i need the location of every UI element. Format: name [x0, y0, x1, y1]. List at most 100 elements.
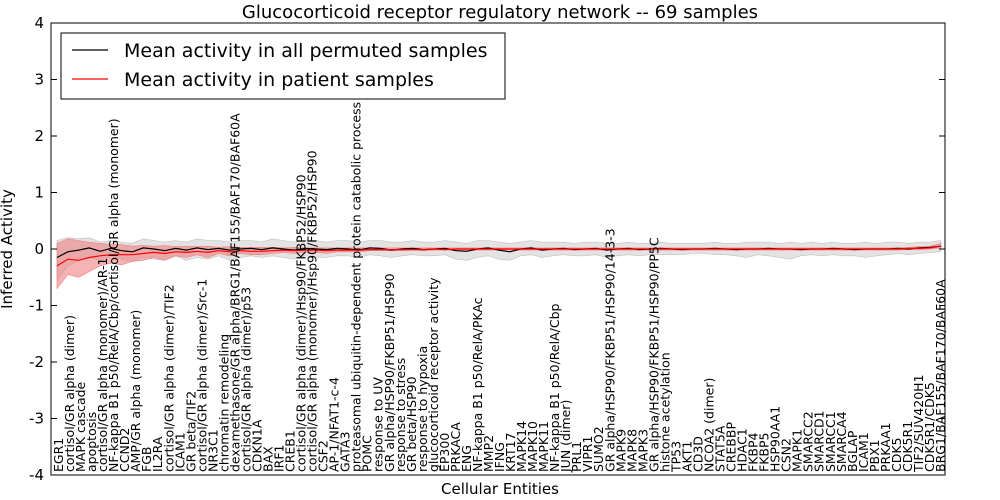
patient-band	[56, 238, 942, 290]
x-category-label: IFNG	[492, 442, 507, 472]
patient-mean-line	[56, 245, 942, 267]
x-category-label: ENG	[459, 445, 474, 472]
x-category-label: FKBP5	[757, 433, 772, 472]
x-category-label: POMC	[360, 435, 375, 472]
permuted-band	[56, 237, 942, 281]
y-axis-ticks: -4 -3 -2 -1 0 1 2 3 4	[29, 14, 945, 484]
x-category-label: SMARCA4	[834, 411, 849, 472]
x-category-label: chromatin remodeling	[216, 334, 231, 472]
x-category-label: cortisol/GR alpha (dimer)/Src-1	[194, 279, 209, 472]
x-category-label: HDAC1	[735, 428, 750, 472]
x-category-label: VIPR1	[580, 436, 595, 472]
y-tick-label: 2	[34, 127, 44, 145]
x-category-label: GR beta/TIF2	[183, 391, 198, 472]
x-category-label: MAPK8	[624, 429, 639, 472]
x-category-label: MAPK cascade	[73, 381, 88, 472]
x-category-label: TP53	[668, 441, 683, 473]
x-axis-label: Cellular Entities	[441, 480, 559, 498]
x-category-label: CDK5R1	[900, 421, 915, 472]
y-tick-label: -2	[29, 353, 44, 371]
x-category-label: PBX1	[867, 439, 882, 472]
x-category-label: AP-1/NFAT1-c-4	[327, 377, 342, 472]
x-category-label: SMARCC2	[801, 411, 816, 472]
x-category-label: response to UV	[371, 377, 386, 472]
x-category-label: proteasomal ubiquitin-dependent protein …	[349, 102, 364, 472]
x-category-label: MAPK14	[514, 421, 529, 472]
y-tick-label: 3	[34, 71, 44, 89]
y-tick-label: 0	[34, 240, 44, 258]
x-category-label: BGLAP	[845, 430, 860, 472]
y-tick-label: 4	[34, 14, 44, 32]
legend-label-permuted: Mean activity in all permuted samples	[124, 40, 487, 62]
x-category-label: CREBBP	[724, 422, 739, 472]
x-category-label: GR alpha/HSP90/FKBP51/HSP90/14-3-3	[602, 228, 617, 472]
legend-label-patient: Mean activity in patient samples	[124, 69, 434, 91]
x-category-label: TIF2/SUV420H1	[911, 374, 926, 473]
x-category-label: MMP2	[481, 435, 496, 472]
x-category-label: JUN (dimer)	[558, 400, 573, 473]
x-category-label: ICAM1	[172, 432, 187, 472]
x-category-label: EP300	[437, 433, 452, 472]
x-category-label: response to stress	[393, 358, 408, 472]
y-tick-label: 1	[34, 184, 44, 202]
x-category-label: cortisol/GR alpha (monomer)/AR-1	[95, 258, 110, 472]
x-category-label: apoptosis	[84, 412, 99, 472]
y-tick-label: -3	[29, 410, 44, 428]
y-axis-label: Inferred Activity	[0, 189, 16, 309]
x-category-label: AKT1	[679, 441, 694, 472]
x-category-label: BAX	[261, 446, 276, 472]
x-category-label: MAPK1	[790, 429, 805, 472]
x-category-label: GATA3	[338, 432, 353, 472]
y-tick-label: -1	[29, 297, 44, 315]
x-category-label: STAT5A	[713, 425, 728, 472]
x-category-label: glucocorticoid receptor activity	[426, 277, 441, 472]
x-category-label: NF-kappa B1 p50/RelA/Cbp	[547, 304, 562, 472]
x-category-label: BRG1/BAF155/BAF170/BAF60A	[933, 279, 948, 472]
x-category-label: PRKACA	[448, 422, 463, 472]
x-category-label: IRF1	[272, 444, 287, 472]
x-category-label: GR alpha/HSP90/FKBP51/HSP90/PP5C	[646, 237, 661, 472]
x-category-label: cortisol/GR alpha (dimer)/TIF2	[161, 284, 176, 472]
x-category-label: MAPK10	[525, 421, 540, 472]
x-category-label: GR alpha/HSP90/FKBP51/HSP90	[382, 273, 397, 472]
x-category-label: cortisol/GR alpha (dimer)/Hsp90/FKBP52/H…	[294, 174, 309, 472]
x-category-label: CDKN1A	[249, 419, 264, 472]
y-tick-label: -4	[29, 466, 44, 484]
x-category-label: cortisol/GR alpha (monomer)/Hsp90/FKBP52…	[305, 150, 320, 472]
confidence-bands	[56, 237, 942, 290]
x-category-label: CSF2	[316, 440, 331, 472]
x-category-label: EGR1	[51, 438, 66, 472]
x-category-label: response to hypoxia	[415, 346, 430, 472]
x-category-label: histone acetylation	[657, 352, 672, 472]
x-category-label: CCND2	[117, 428, 132, 472]
x-category-label: cortisol/GR alpha (dimer)	[62, 315, 77, 472]
x-category-label: ICAM1	[856, 432, 871, 472]
x-category-label: GR beta/HSP90	[404, 376, 419, 472]
x-category-label: dexamethasone/GR alpha/BRG1/BAF155/BAF17…	[227, 113, 242, 472]
x-category-label: SMARCC1	[823, 411, 838, 472]
x-category-label: CDK5R1/CDK5	[922, 382, 937, 472]
x-category-label: HSP90AA1	[768, 406, 783, 472]
x-category-label: MAPK3	[635, 429, 650, 472]
x-category-label: IL2RA	[150, 436, 165, 472]
x-category-label: CDK5	[889, 437, 904, 472]
x-category-label: AMP/GR alpha (monomer)	[128, 310, 143, 472]
x-category-label: NF-kappa B1 p50/RelA/PKAc	[470, 297, 485, 472]
x-category-label: MAPK11	[536, 421, 551, 472]
x-category-label: FKBP4	[746, 432, 761, 472]
legend: Mean activity in all permuted samples Me…	[60, 32, 506, 100]
x-category-label: MAPK9	[613, 429, 628, 472]
x-category-label: FGB	[139, 447, 154, 472]
chart-title: Glucocorticoid receptor regulatory netwo…	[242, 2, 758, 23]
x-category-label: PRL1	[569, 441, 584, 472]
series-lines	[56, 245, 942, 267]
x-category-label: CD3D	[691, 436, 706, 472]
x-category-label: cortisol/GR alpha (dimer)/p53	[238, 287, 253, 472]
x-category-label: NR3C1	[205, 429, 220, 472]
legend-box	[60, 32, 506, 100]
x-category-label: KRT17	[503, 432, 518, 472]
x-category-label: CREB1	[283, 430, 298, 472]
x-category-label: PRKAA1	[878, 422, 893, 472]
